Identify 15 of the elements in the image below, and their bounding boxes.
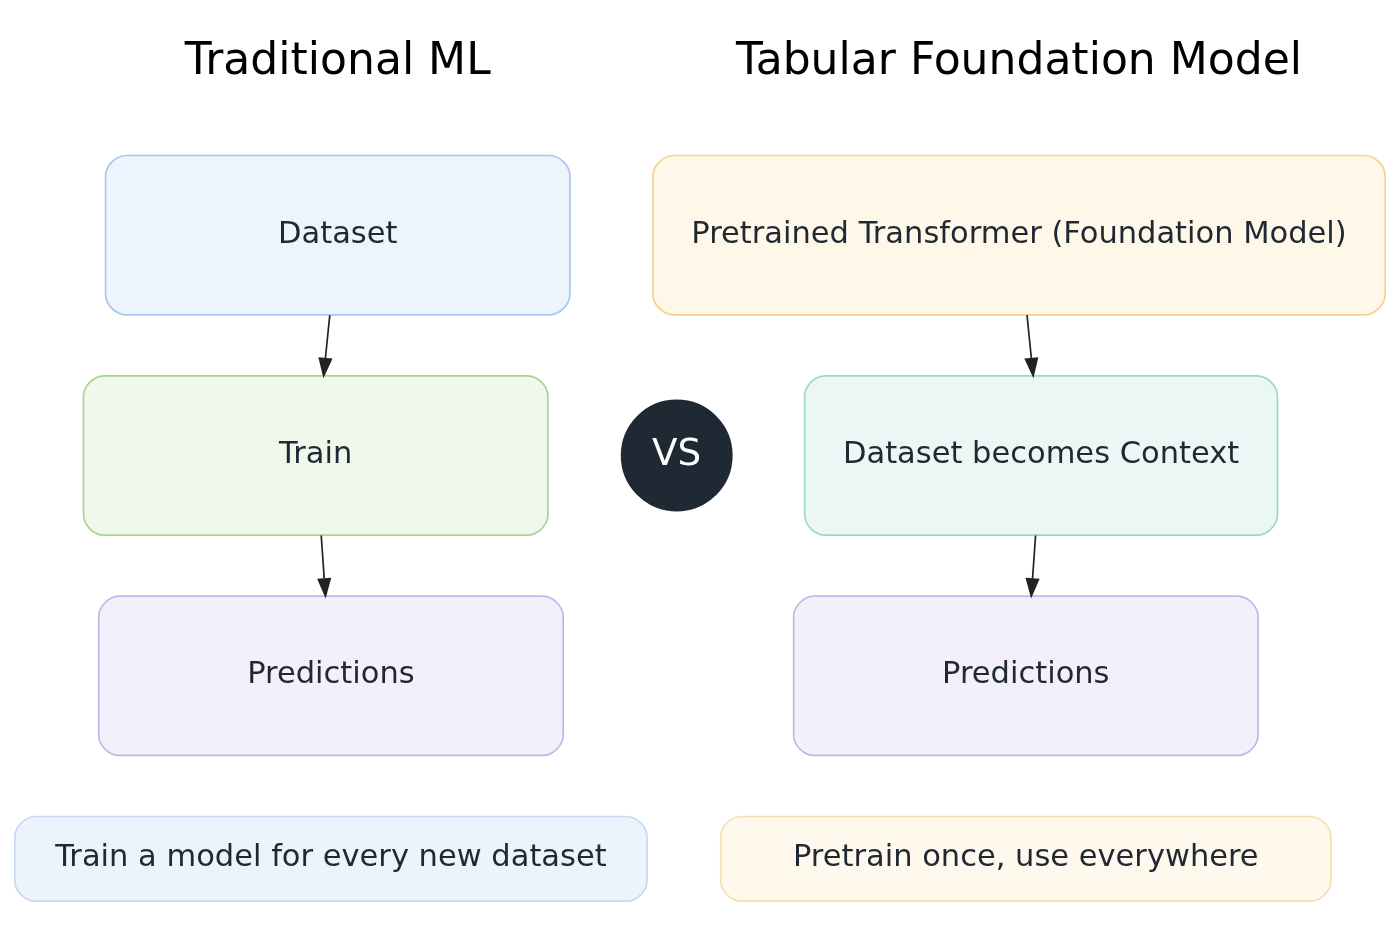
arrow — [1025, 534, 1040, 599]
node-box: Train — [82, 375, 549, 536]
node-box: Pretrained Transformer (Foundation Model) — [652, 154, 1386, 316]
node-box: Predictions — [97, 595, 564, 757]
node-box: Predictions — [792, 595, 1259, 757]
arrow — [1024, 314, 1039, 379]
label: Tabular Foundation Model — [736, 32, 1303, 84]
node-box: Train a model for every new dataset — [14, 815, 648, 903]
node-box: Dataset becomes Context — [803, 375, 1279, 536]
arrow — [317, 534, 332, 599]
node-box: Dataset — [104, 154, 571, 316]
label: Traditional ML — [184, 32, 491, 84]
node-box: Pretrain once, use everywhere — [719, 815, 1332, 903]
arrow — [318, 314, 333, 379]
node-circle: VS — [620, 399, 733, 512]
